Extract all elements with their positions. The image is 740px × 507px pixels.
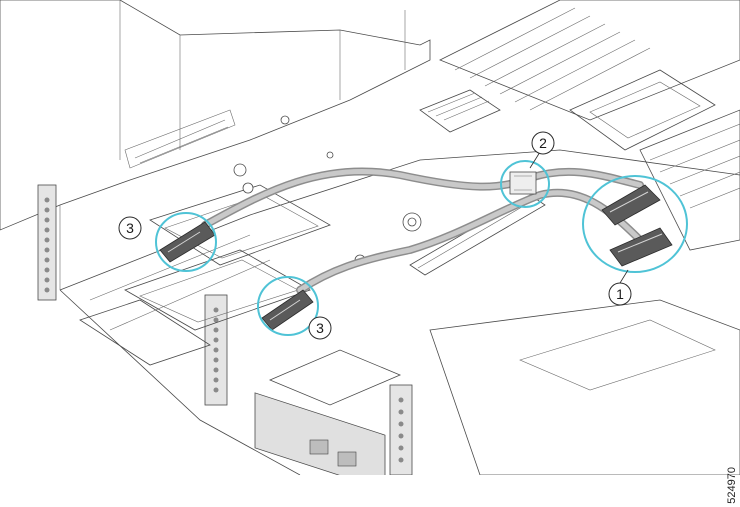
rear-io-column-right [389,384,413,475]
callout-3-upper-label: 3 [126,220,134,236]
chassis-side-wall [0,0,431,290]
cable-bundle [201,167,644,294]
dimm-slots-upper [439,0,740,121]
highlight-connectors-right [582,175,688,273]
rear-io-column-left [37,184,57,301]
callout-3-lower-label: 3 [316,320,324,336]
heatsink [419,89,501,133]
standoff-screws [233,115,422,266]
drive-bay-upper [149,184,331,266]
callout-3-upper: 3 [118,216,142,240]
callout-2-label: 2 [539,135,547,151]
connector-upper-right [601,184,661,226]
rear-io-column-center [204,294,228,406]
drive-bay-lower [79,249,311,366]
callout-1-label: 1 [616,286,624,302]
connector-lower-right [609,227,673,267]
dimm-slots-lower [639,109,740,251]
leader-line-2 [529,151,541,169]
rear-network-ports [254,392,386,475]
connector-upper-left [159,221,216,263]
cable-clip [509,171,537,195]
leader-line-1 [619,269,629,284]
callout-1: 1 [608,282,632,306]
highlight-connectors-lower-left [257,276,319,336]
highlight-cable-clip [500,160,550,208]
highlight-connectors-upper-left [155,212,217,272]
connector-lower-left [261,289,314,331]
figure-number: 524970 [726,467,738,504]
callout-2: 2 [531,131,555,155]
callout-3-lower: 3 [308,316,332,340]
vent-pattern [124,109,236,169]
cpu-socket [569,69,716,151]
chassis-illustration: 1 2 3 3 [0,0,740,475]
